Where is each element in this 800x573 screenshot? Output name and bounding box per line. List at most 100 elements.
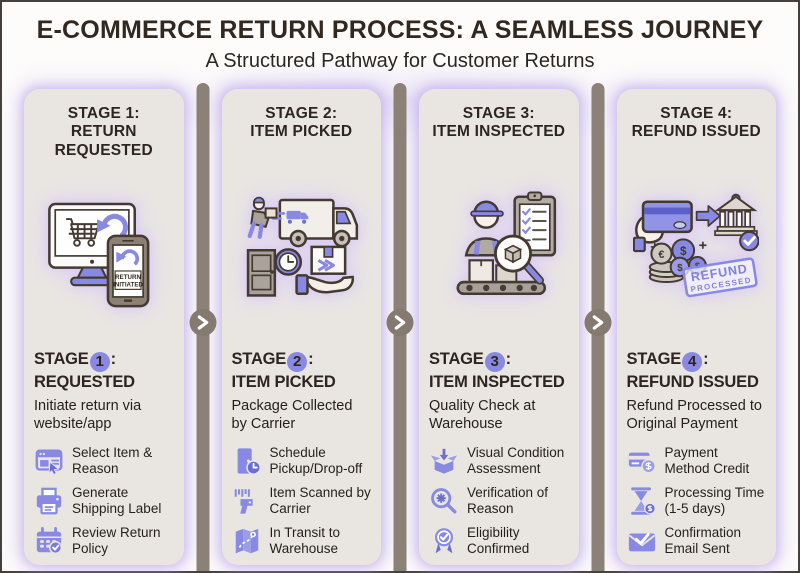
chevron-right-icon: [591, 315, 604, 330]
stage-description: Package Collected by Carrier: [231, 398, 353, 433]
item-label: Schedule Pickup/Drop-off: [269, 445, 363, 477]
checklist-item: Verification of Reason: [429, 485, 569, 517]
item-label: Review Return Policy: [72, 525, 161, 557]
stage-4-illustration: € $ $ $ REFUND PROCESSED: [627, 142, 767, 349]
checklist: Schedule Pickup/Drop-off Item Scanned by…: [232, 437, 372, 557]
stage-description: Quality Check at Warehouse: [429, 398, 536, 433]
item-label: Confirmation Email Sent: [664, 525, 742, 557]
svg-text:$: $: [680, 245, 687, 258]
courier-person: [248, 196, 278, 239]
hand-with-credit-card: [633, 200, 694, 253]
stage-1-illustration: RETURN INITIATED: [34, 161, 174, 349]
stage-card-3: STAGE 3: ITEM INSPECTED: [419, 88, 579, 565]
hand-holding-package: [295, 245, 355, 296]
ribbon-check-icon: [429, 526, 459, 556]
page-subtitle: A Structured Pathway for Customer Return…: [205, 49, 595, 72]
stage-card-header: STAGE 2: ITEM PICKED: [250, 104, 353, 141]
door-clock-icon: [232, 446, 262, 476]
item-label: Select Item & Reason: [72, 445, 153, 477]
open-box-icon: [429, 446, 459, 476]
conveyor-belt: [456, 259, 547, 296]
checklist-item: Payment Method Credit: [627, 445, 767, 477]
item-label: Item Scanned by Carrier: [269, 485, 371, 517]
hourglass-icon: [627, 486, 657, 516]
item-label: In Transit to Warehouse: [269, 525, 341, 557]
select-item-icon: [34, 446, 64, 476]
stage-3-illustration: [429, 142, 569, 349]
phone-return-initiated: RETURN INITIATED: [106, 234, 150, 308]
return-arrow-icon: [97, 214, 128, 239]
svg-text:RETURN: RETURN: [115, 274, 141, 281]
stage-divider: [381, 81, 419, 571]
stage-number-badge: 2: [287, 351, 308, 372]
item-label: Visual Condition Assessment: [467, 445, 565, 477]
stage-card-header: STAGE 1: RETURN REQUESTED: [54, 104, 153, 159]
checklist-item: Confirmation Email Sent: [627, 525, 767, 557]
checklist-item: Schedule Pickup/Drop-off: [232, 445, 372, 477]
barcode-scanner-icon: [232, 486, 262, 516]
refund-processed-stamp: REFUND PROCESSED: [682, 257, 759, 298]
checklist-item: Review Return Policy: [34, 525, 174, 557]
stage-card-2: STAGE 2: ITEM PICKED: [221, 88, 381, 565]
map-route-icon: [232, 526, 262, 556]
warehouse-inspection-illustration: [456, 191, 557, 296]
page-title: E-COMMERCE RETURN PROCESS: A SEAMLESS JO…: [36, 16, 764, 44]
divider-chevron: [189, 308, 216, 336]
stage-divider: [579, 81, 617, 571]
checklist: Visual Condition Assessment Verification…: [429, 437, 569, 557]
calendar-check-icon: [34, 526, 64, 556]
monitor-phone-return-illustration: RETURN INITIATED: [48, 203, 150, 308]
magnifier-box-icon: [493, 234, 544, 285]
stage-card-header: STAGE 3: ITEM INSPECTED: [432, 104, 566, 141]
stage-divider: [184, 81, 222, 571]
checklist: Select Item & Reason Generate Shipping L…: [34, 437, 174, 557]
transfer-arrow-icon: [696, 205, 722, 227]
stage-description: Initiate return via website/app: [34, 398, 142, 433]
magnifier-star-icon: [429, 486, 459, 516]
divider-chevron: [584, 308, 611, 336]
chevron-right-icon: [394, 315, 407, 330]
checklist-item: Select Item & Reason: [34, 445, 174, 477]
payment-card-coin-icon: [627, 446, 657, 476]
divider-chevron: [386, 308, 414, 336]
courier-van-pickup-illustration: [247, 196, 359, 297]
svg-text:€: €: [659, 249, 665, 261]
refund-payment-illustration: € $ $ $ REFUND PROCESSED: [633, 193, 760, 298]
page-header: E-COMMERCE RETURN PROCESS: A SEAMLESS JO…: [2, 2, 798, 73]
stage-2-illustration: [232, 142, 372, 349]
checklist: Payment Method Credit Processing Time (1…: [627, 437, 767, 557]
stage-number-badge: 4: [682, 351, 703, 372]
checklist-item: Item Scanned by Carrier: [232, 485, 372, 517]
stage-card-header: STAGE 4: REFUND ISSUED: [631, 104, 761, 141]
bank-building: [714, 193, 760, 252]
stages-row: STAGE 1: RETURN REQUESTED: [2, 81, 798, 571]
item-label: Processing Time (1-5 days): [664, 485, 765, 517]
checklist-item: In Transit to Warehouse: [232, 525, 372, 557]
svg-text:$: $: [678, 263, 684, 274]
stage-card-1: STAGE 1: RETURN REQUESTED: [24, 88, 184, 565]
checklist-item: Visual Condition Assessment: [429, 445, 569, 477]
stage-description: Refund Processed to Original Payment: [626, 398, 762, 433]
door-with-clock: [247, 248, 303, 297]
checklist-item: Eligibility Confirmed: [429, 525, 569, 557]
svg-text:INITIATED: INITIATED: [113, 282, 143, 289]
item-label: Payment Method Credit: [664, 445, 750, 477]
checklist-item: Processing Time (1-5 days): [627, 485, 767, 517]
shopping-cart-icon: [66, 218, 100, 248]
item-label: Verification of Reason: [467, 485, 549, 517]
coin-stack: € $ $ $: [649, 238, 708, 284]
stage-card-4: STAGE 4: REFUND ISSUED: [616, 88, 776, 565]
mail-check-icon: [627, 526, 657, 556]
item-label: Generate Shipping Label: [72, 485, 162, 517]
delivery-van: [272, 198, 359, 248]
chevron-right-icon: [196, 315, 209, 330]
stage-number-badge: 3: [484, 351, 505, 372]
checklist-item: Generate Shipping Label: [34, 485, 174, 517]
item-label: Eligibility Confirmed: [467, 525, 530, 557]
stage-number-badge: 1: [89, 351, 110, 372]
